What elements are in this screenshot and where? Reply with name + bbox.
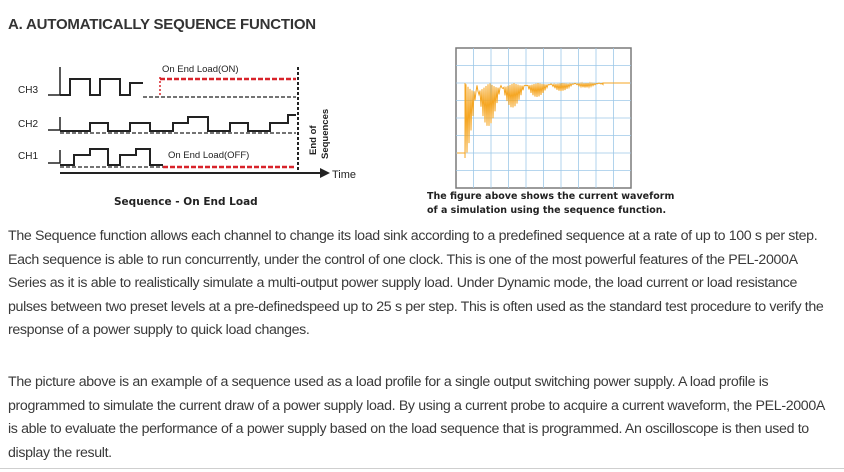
ch3-waveform	[60, 78, 143, 96]
sequence-caption: Sequence - On End Load	[114, 196, 258, 208]
paragraph-load-profile: The picture above is an example of a seq…	[8, 374, 825, 461]
ch1-waveform	[60, 148, 163, 166]
sequence-diagram: CH3 CH2 CH1 On End Load(ON) On End Load(…	[18, 64, 356, 181]
ch2-waveform	[60, 114, 296, 132]
time-label: Time	[332, 169, 356, 181]
section-heading: A. AUTOMATICALLY SEQUENCE FUNCTION	[8, 16, 316, 33]
sequences-label: Sequences	[320, 109, 331, 159]
end-of-label: End of	[308, 125, 319, 155]
channel-label-ch1: CH1	[18, 151, 38, 162]
on-end-load-on-label: On End Load(ON)	[162, 64, 239, 75]
bottom-divider	[0, 468, 844, 469]
waveform-caption: The figure above shows the current wavef…	[427, 190, 727, 218]
channel-label-ch2: CH2	[18, 119, 38, 130]
waveform-caption-line1: The figure above shows the current wavef…	[427, 191, 675, 202]
waveform-caption-line2: of a simulation using the sequence funct…	[427, 205, 667, 216]
on-end-load-off-label: On End Load(OFF)	[168, 150, 249, 161]
paragraph-sequence-function: The Sequence function allows each channe…	[8, 228, 824, 338]
current-waveform-trace	[457, 81, 630, 159]
channel-bracket	[48, 67, 61, 164]
channel-label-ch3: CH3	[18, 85, 38, 96]
oscilloscope-grid	[456, 48, 631, 188]
time-arrow-icon	[320, 168, 330, 178]
waveform-figure	[455, 47, 632, 189]
